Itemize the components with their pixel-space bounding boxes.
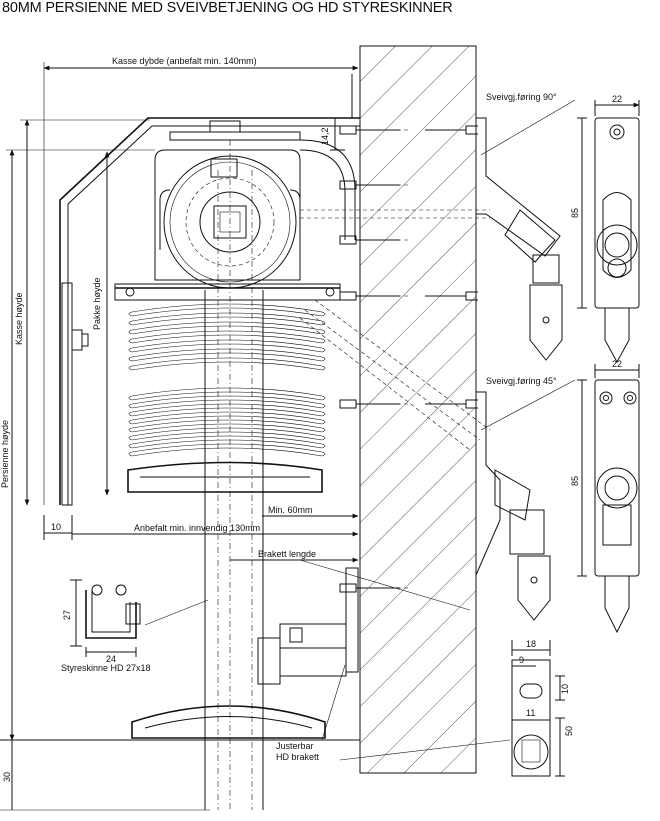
slat [131,387,323,401]
dim-22-mid: 22 [612,359,622,369]
dim-9: 9 [519,655,524,665]
slat-curl [128,435,326,441]
slat [131,443,323,457]
slat [131,303,323,317]
slat-curl [128,451,326,457]
crank-shaft-45 [299,299,491,611]
dim-85-top: 85 [570,208,580,218]
dim-10-right: 10 [560,684,570,694]
crank-shaft-90 [300,209,490,219]
dim-24: 24 [106,654,116,664]
label-hd-brakett: HD brakett [276,752,320,762]
label-justerbar: Justerbar [276,741,314,751]
slat [131,419,323,433]
dim-30: 30 [2,772,12,782]
dim-11: 11 [526,708,535,718]
bottom-rail-package [127,461,323,493]
dim-50: 50 [564,726,574,736]
label-persienne-hoyde: Persienne høyde [0,420,10,488]
dim-10-left: 10 [51,522,61,532]
guide-rail [204,140,264,810]
slat [131,339,323,353]
dimension-lines [0,62,576,811]
slat [131,435,323,449]
slat [131,321,323,335]
wall-screws [339,125,478,593]
dim-18: 18 [526,639,536,649]
screw-right [425,291,478,301]
side-plate [61,282,89,506]
slat-curl [128,338,326,344]
dim-22-top: 22 [612,94,622,104]
slat-curl [128,329,326,335]
labels: Kasse dybde (anbefalt min. 140mm) Kasse … [0,56,622,782]
slat [131,330,323,344]
slat [131,348,323,362]
hd-bracket [257,567,359,685]
dim-14-2: 14,2 [320,127,330,145]
label-styreskinne: Styreskinne HD 27x18 [61,663,151,673]
slat-curl [128,427,326,433]
dim-85-mid: 85 [570,476,580,486]
slat-curl [128,419,326,425]
label-sveivgj-90: Sveivgj.føring 90° [486,92,557,102]
slat-curl [128,347,326,353]
crank-guide-45 [475,391,551,621]
label-anbefalt-130: Anbefalt min. innvendig 130mm [134,523,260,533]
detail-dimension-lines [577,117,587,577]
slat-curl [128,365,326,371]
slat-curl [128,443,326,449]
label-brakett-lengde: Brakett lengde [258,549,316,559]
slat-curl [128,395,326,401]
detail-90 [594,100,639,364]
label-kasse-hoyde: Kasse høyde [14,292,24,345]
label-pakke-hoyde: Pakke høyde [92,277,102,330]
slat [131,403,323,417]
headbox [59,74,361,505]
dim-27: 27 [62,610,72,620]
label-kasse-dybde: Kasse dybde (anbefalt min. 140mm) [112,56,257,66]
slat-curl [128,320,326,326]
detail-45 [594,364,640,634]
slat [131,411,323,425]
bottom-rail [131,705,326,739]
slat-curl [128,356,326,362]
slat-curl [128,311,326,317]
slat-curl [128,403,326,409]
slat [131,427,323,441]
label-sveivgj-45: Sveivgj.føring 45° [486,376,557,386]
slat [131,357,323,371]
screw-right [425,125,478,135]
detail-bracket [511,640,565,777]
drawing-title: 80MM PERSIENNE MED SVEIVBETJENING OG HD … [2,0,453,16]
slat-stack [128,303,326,457]
slat [131,312,323,326]
label-min-60: Min. 60mm [268,505,313,515]
rail-profile [70,579,141,657]
slat [131,395,323,409]
crank-guide-90 [475,117,563,361]
slat-curl [128,411,326,417]
